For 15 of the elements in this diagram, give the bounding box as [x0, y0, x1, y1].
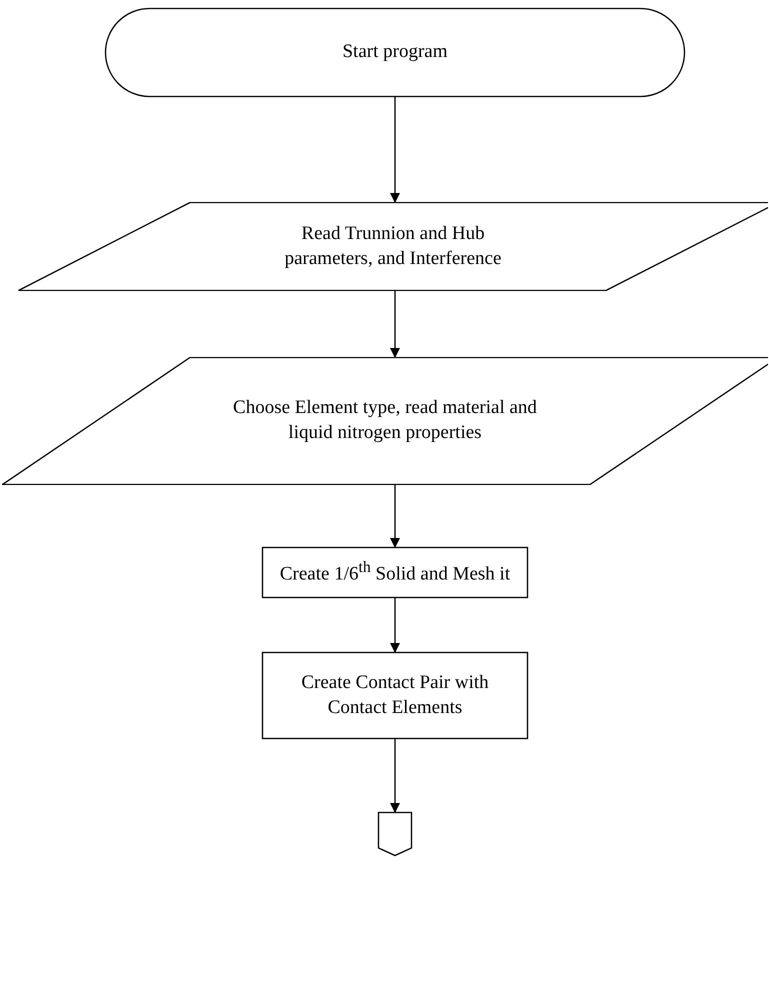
step-label: Start program [341, 40, 448, 64]
step-label: Create 1/6$^{th}$ Solid and Mesh it [278, 558, 512, 586]
input-parallelogram [18, 202, 768, 291]
step-label: Choose Element type, read material and liquid nitrogen properties [232, 396, 538, 445]
process-box [262, 652, 528, 739]
arrow [390, 485, 400, 548]
step-label: Create Contact Pair with Contact Elements [300, 670, 490, 720]
arrow [390, 97, 400, 203]
arrow [390, 598, 400, 653]
off-page-connector [378, 812, 412, 856]
arrow [390, 739, 400, 813]
process-box [262, 547, 528, 598]
step-label: Read Trunnion and Hub parameters, and Interference [284, 222, 502, 270]
input-parallelogram [2, 357, 768, 485]
arrow [390, 291, 400, 358]
